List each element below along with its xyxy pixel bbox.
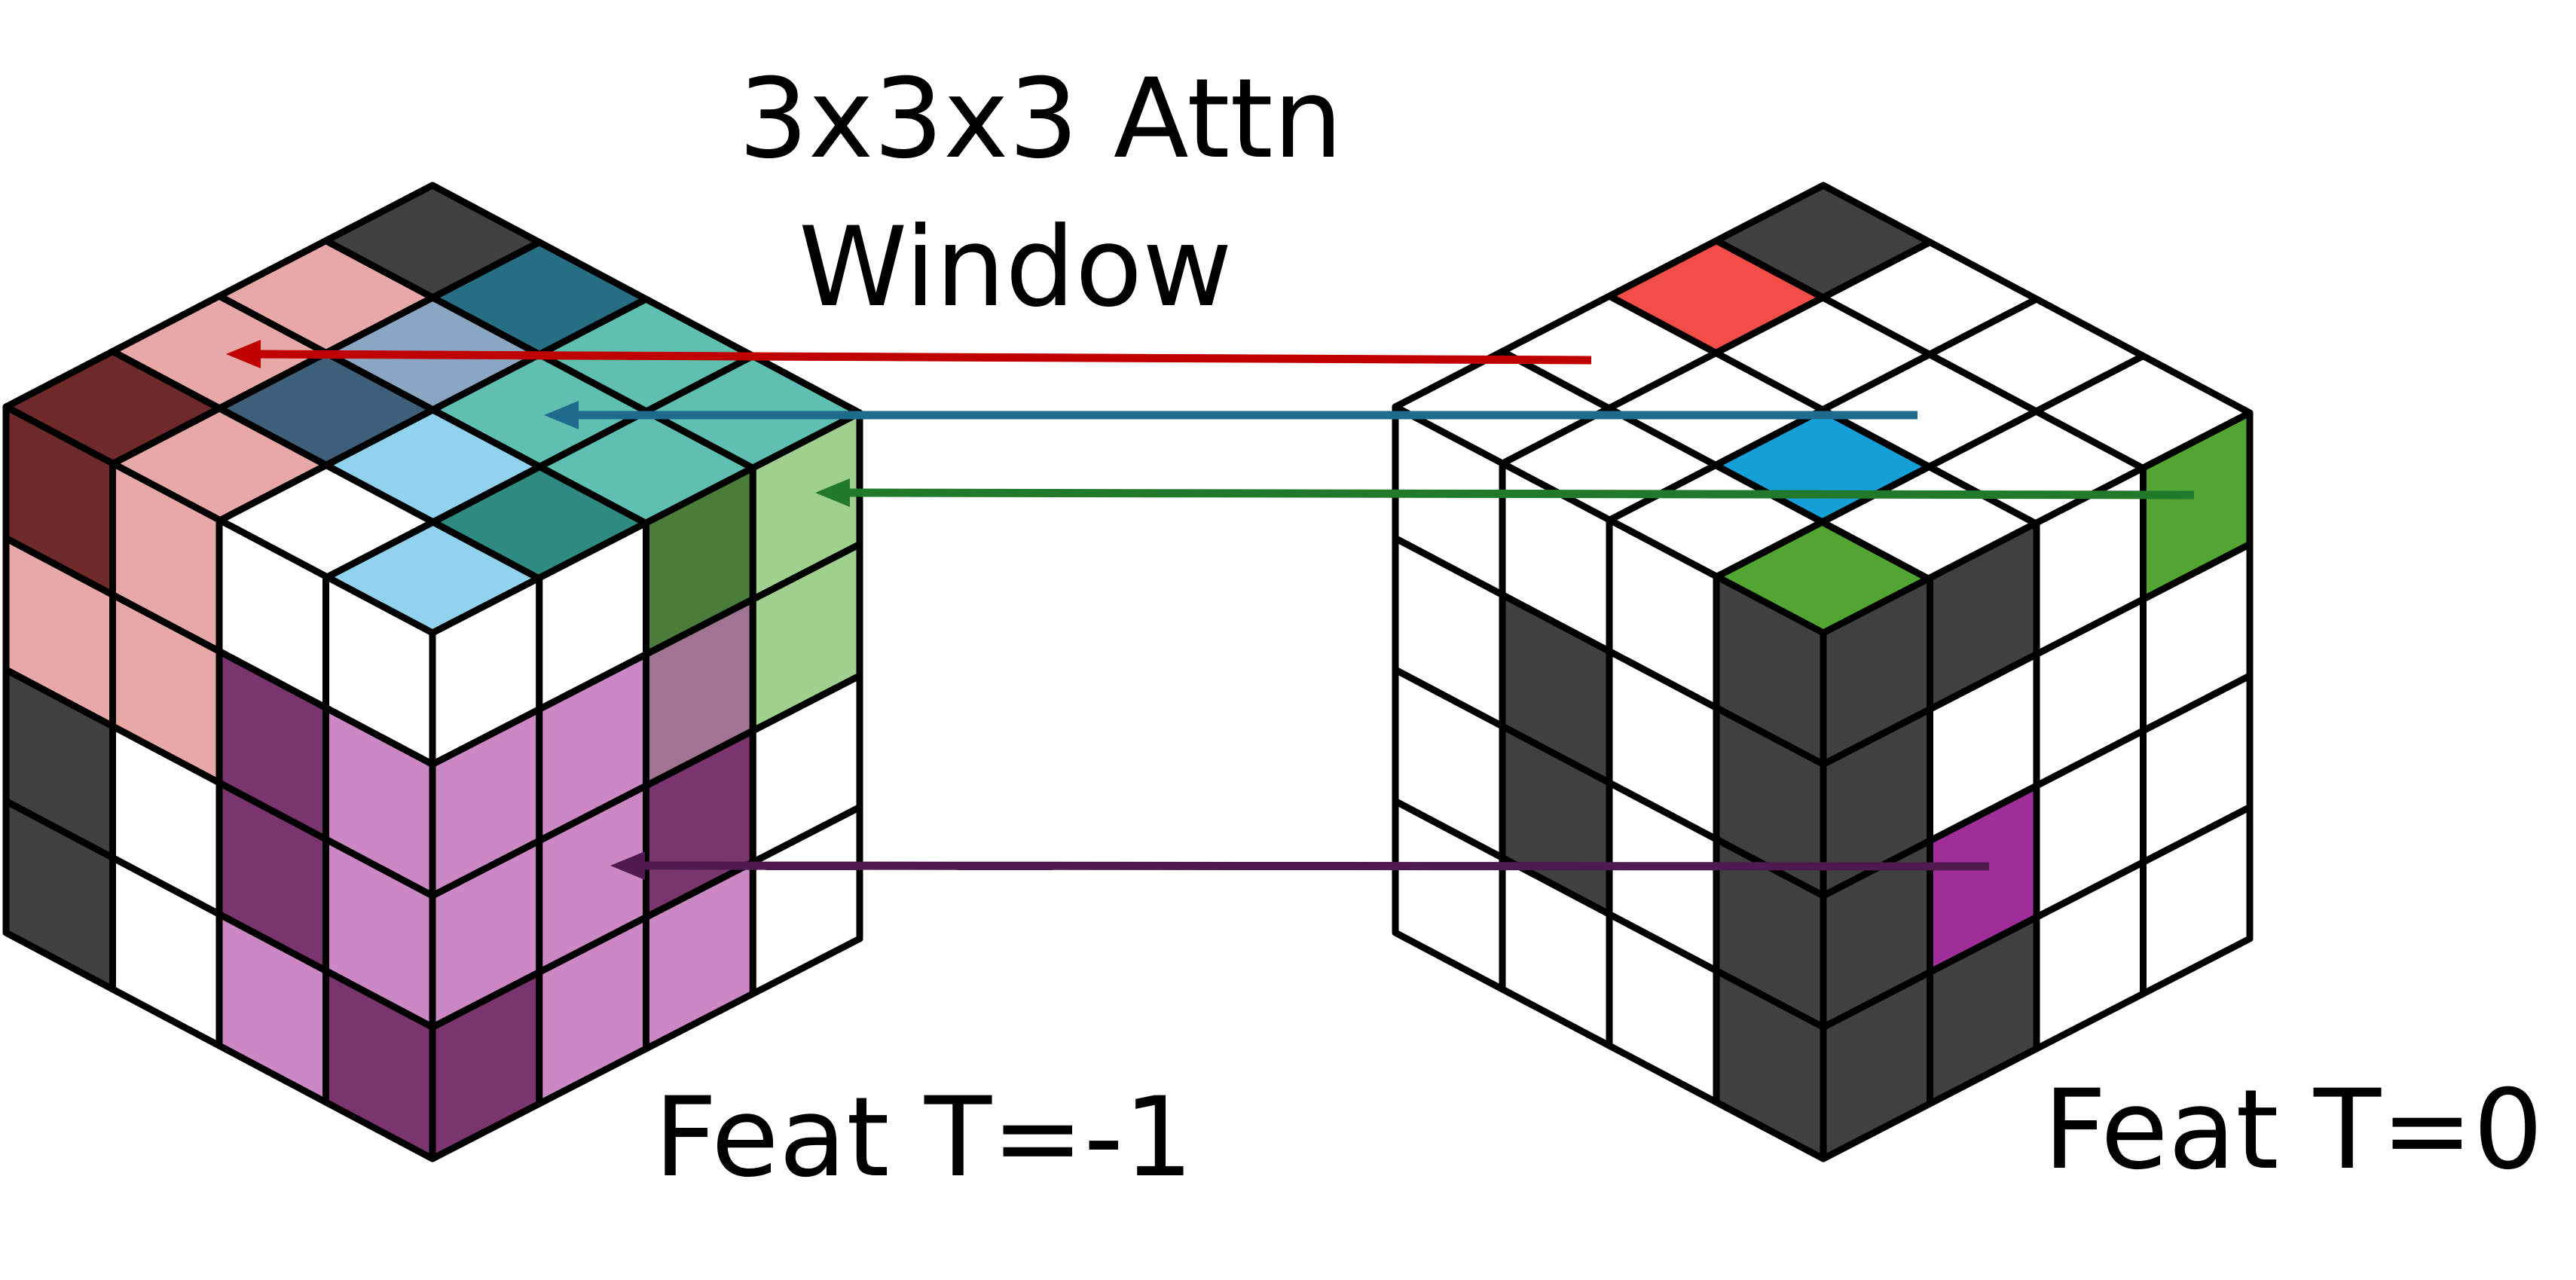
attention-arrows (226, 340, 2195, 880)
left-cube-caption: Feat T=-1 (654, 1074, 1194, 1202)
right-cube-right-face-cell (2140, 804, 2254, 997)
green-arrow-line (836, 488, 2195, 499)
blue-arrow-head (544, 401, 579, 429)
left-cube-right-face-cell (749, 804, 863, 997)
title-line-2: Window (799, 203, 1233, 331)
purple-arrow-head (610, 851, 645, 880)
right-cube-caption: Feat T=0 (2043, 1066, 2544, 1194)
red-arrow-line (246, 350, 1592, 365)
red-arrow-head (226, 340, 261, 368)
green-arrow-head (815, 478, 850, 507)
left-feature-cube (2, 182, 863, 1162)
title-line-1: 3x3x3 Attn (738, 55, 1343, 183)
